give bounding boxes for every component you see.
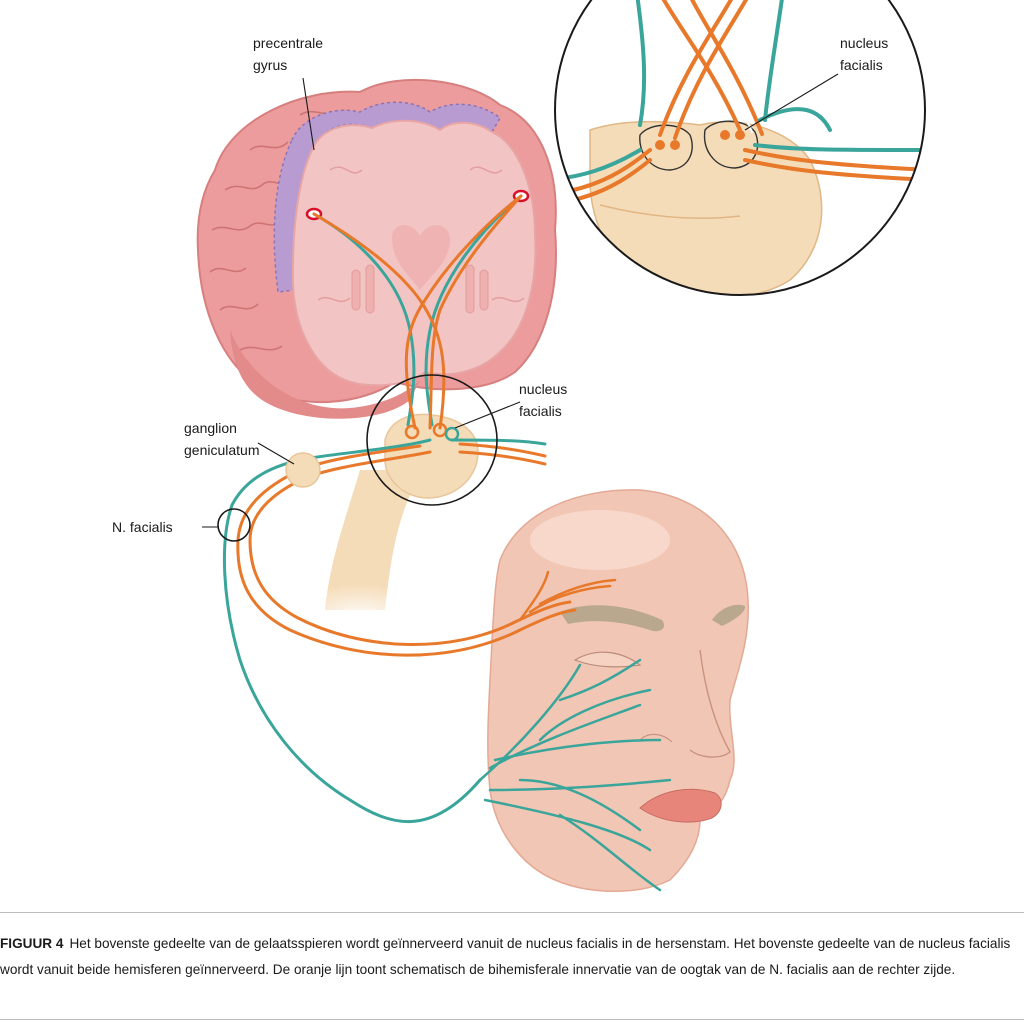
leader-lines xyxy=(202,73,839,528)
brainstem-magnifier-ring xyxy=(366,374,498,506)
teal-facial-branches xyxy=(478,658,672,892)
brainstem xyxy=(300,413,479,620)
ganglion-geniculatum xyxy=(285,452,321,488)
lips xyxy=(639,788,722,823)
figure-label: FIGUUR 4 xyxy=(0,936,64,951)
teal-nerve-trunk xyxy=(222,438,482,824)
inner-folds xyxy=(317,166,525,303)
label-nucleus-top-line1: nucleus xyxy=(840,35,888,51)
brainstem-nuclei xyxy=(404,422,460,442)
face xyxy=(487,489,749,892)
label-nucleus-mid-line1: nucleus xyxy=(519,381,567,397)
nucleus-inset xyxy=(554,0,926,296)
nervus-facialis-marker xyxy=(217,508,251,542)
label-precentral-line2: gyrus xyxy=(253,57,287,73)
brain-lower-lobe xyxy=(230,330,420,419)
label-ganglion-line1: ganglion xyxy=(184,420,237,436)
eye xyxy=(573,651,642,668)
facial-nerve-diagram: precentrale gyrus nucleus facialis nucle… xyxy=(112,0,926,892)
eyebrow-left xyxy=(712,604,746,626)
label-precentral-line1: precentrale xyxy=(253,35,323,51)
teal-cortical-tract xyxy=(312,212,416,427)
label-nervus-facialis: N. facialis xyxy=(112,519,173,535)
label-nucleus-mid-line2: facialis xyxy=(519,403,562,419)
nose xyxy=(689,649,731,758)
face-fold xyxy=(639,733,673,743)
orange-cortical-tract-right xyxy=(404,194,523,430)
ventricle xyxy=(392,224,450,290)
caption-text: Het bovenste gedeelte van de gelaatsspie… xyxy=(0,936,1011,977)
basal-ganglia xyxy=(351,264,489,314)
eyebrow-right xyxy=(560,605,665,632)
brain xyxy=(196,78,557,419)
label-ganglion-line2: geniculatum xyxy=(184,442,260,458)
label-nucleus-top-line2: facialis xyxy=(840,57,883,73)
